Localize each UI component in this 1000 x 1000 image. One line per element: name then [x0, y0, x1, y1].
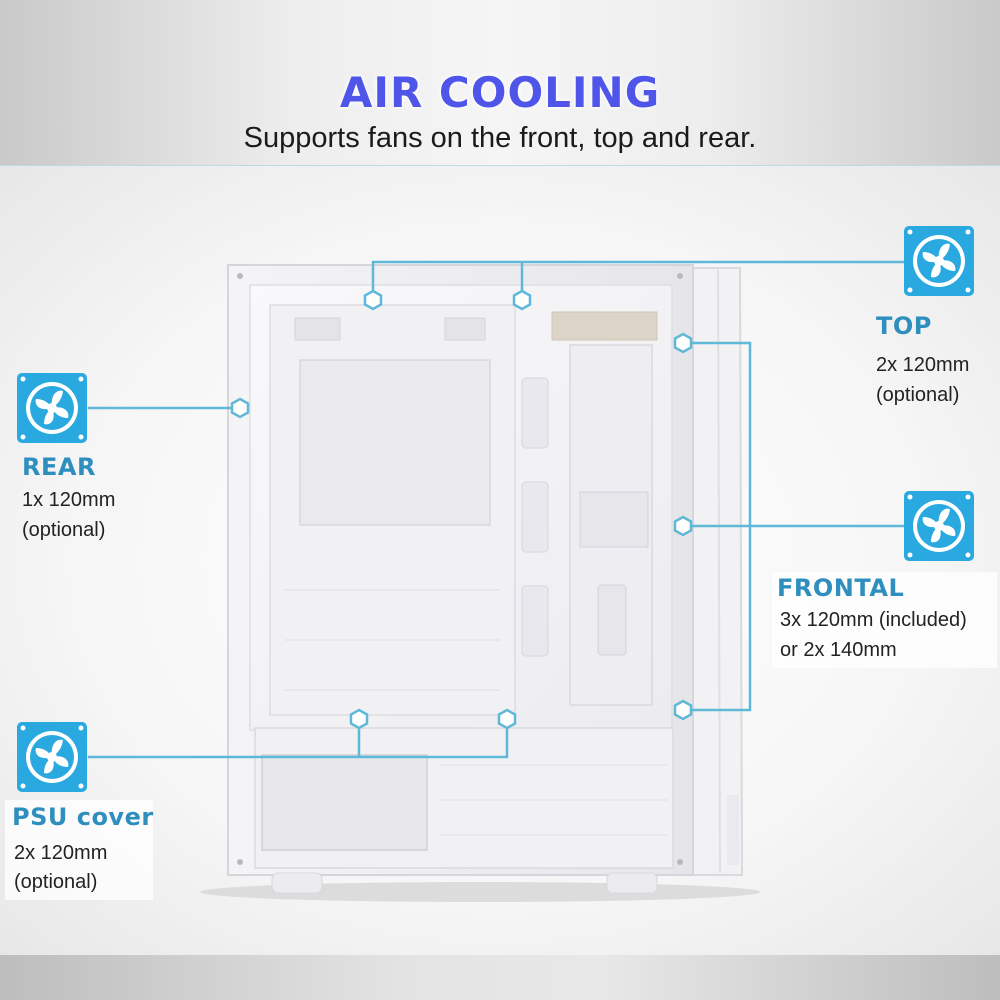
drive-cage	[551, 311, 658, 706]
screw	[677, 859, 683, 865]
rear-fan-label: REAR	[22, 453, 96, 481]
mount-markers	[230, 289, 693, 730]
screw	[677, 273, 683, 279]
footer-band	[0, 955, 1000, 1000]
motherboard-tray	[269, 304, 516, 716]
screw	[237, 859, 243, 865]
case-foot	[271, 872, 323, 894]
fan-icon	[904, 491, 974, 561]
case-foot	[606, 872, 658, 894]
psu-shroud	[254, 727, 674, 869]
psu-fan-spec-line1: 2x 120mm	[14, 842, 108, 864]
rear-fan-spec-line1: 1x 120mm	[22, 489, 116, 511]
cable-cutouts	[521, 377, 549, 657]
top-fan-spec-line2: (optional)	[876, 384, 960, 406]
front-fan-spec-line2: or 2x 140mm	[780, 639, 897, 661]
fan-icon	[17, 373, 87, 443]
screw	[237, 273, 243, 279]
rear-fan-spec-line2: (optional)	[22, 519, 106, 541]
front-fan-spec-line1: 3x 120mm (included)	[780, 609, 967, 631]
fan-icon	[17, 722, 87, 792]
header-band	[0, 0, 1000, 166]
fan-icon	[904, 226, 974, 296]
page-subtitle: Supports fans on the front, top and rear…	[243, 122, 757, 154]
top-fan-spec-line1: 2x 120mm	[876, 354, 970, 376]
connector-lines	[88, 260, 905, 759]
case-front-panel	[686, 267, 744, 876]
psu-fan-spec-line2: (optional)	[14, 871, 98, 893]
psu-fan-label: PSU cover	[12, 803, 154, 831]
top-fan-label: TOP	[876, 312, 932, 340]
page-title: AIR COOLING	[339, 68, 661, 117]
psu-label-backdrop	[5, 800, 153, 900]
front-fan-label: FRONTAL	[777, 574, 905, 602]
frontal-label-backdrop	[772, 572, 997, 668]
